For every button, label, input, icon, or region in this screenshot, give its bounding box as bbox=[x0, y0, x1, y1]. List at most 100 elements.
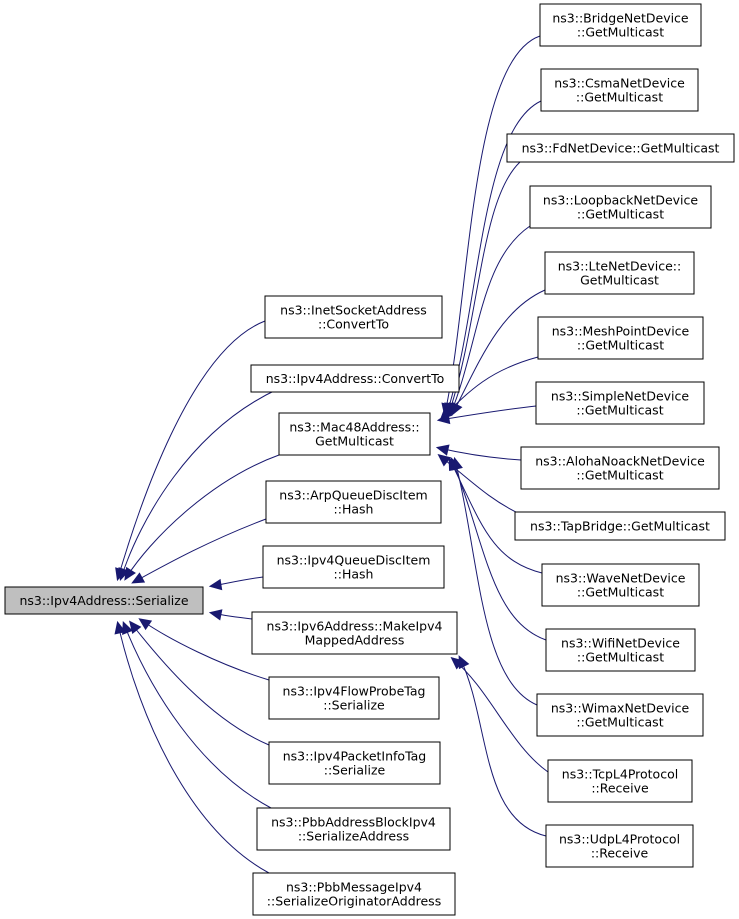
node-ipv4-convertto[interactable]: ns3::Ipv4Address::ConvertTo bbox=[250, 364, 460, 393]
node-wifi[interactable]: ns3::WifiNetDevice::GetMulticast bbox=[545, 628, 696, 672]
edge-line bbox=[450, 225, 531, 414]
edge-arrowhead bbox=[138, 618, 153, 631]
edge-line bbox=[117, 623, 270, 874]
node-label-line: ::SerializeAddress bbox=[298, 829, 409, 844]
node-label-line: ns3::Ipv4QueueDiscItem bbox=[277, 553, 431, 568]
node-label-line: ::Hash bbox=[334, 567, 374, 582]
node-box bbox=[251, 611, 458, 655]
node-label-line: ns3::PbbAddressBlockIpv4 bbox=[271, 815, 436, 830]
node-flowprobe-serialize[interactable]: ns3::Ipv4FlowProbeTag::Serialize bbox=[268, 676, 440, 720]
node-label-line: ns3::Ipv4PacketInfoTag bbox=[283, 749, 427, 764]
node-label-line: ::ConvertTo bbox=[318, 317, 389, 332]
edge-arrowhead bbox=[114, 620, 126, 635]
node-udp[interactable]: ns3::UdpL4Protocol::Receive bbox=[545, 824, 694, 868]
node-box bbox=[529, 185, 712, 229]
edge-line bbox=[452, 289, 546, 414]
edge-pbbblock-serialize-to-root bbox=[122, 621, 272, 809]
node-label-line: ns3::SimpleNetDevice bbox=[551, 389, 689, 404]
node-box bbox=[268, 676, 440, 720]
node-label-line: ns3::WifiNetDevice bbox=[561, 636, 680, 651]
node-box bbox=[539, 3, 702, 47]
node-box bbox=[541, 563, 700, 607]
edge-arrowhead bbox=[451, 401, 463, 416]
node-aloha[interactable]: ns3::AlohaNoackNetDevice::GetMulticast bbox=[520, 446, 720, 490]
edge-aloha-to-mac48-getmulticast bbox=[435, 444, 522, 461]
edge-bridge-to-mac48-getmulticast bbox=[441, 35, 541, 417]
edge-arrowhead bbox=[451, 456, 463, 471]
node-inet-convertto[interactable]: ns3::InetSocketAddress::ConvertTo bbox=[264, 295, 443, 339]
edge-udp-to-ipv6-makeipv4 bbox=[458, 655, 547, 837]
node-label-line: ::GetMulticast bbox=[577, 25, 664, 40]
node-root: ns3::Ipv4Address::Serialize bbox=[4, 586, 204, 615]
node-arp-hash[interactable]: ns3::ArpQueueDiscItem::Hash bbox=[265, 480, 442, 524]
node-label-line: ::GetMulticast bbox=[576, 403, 663, 418]
edge-arrowhead bbox=[208, 578, 223, 591]
node-box bbox=[544, 251, 695, 295]
edge-layer bbox=[114, 35, 549, 874]
node-simple[interactable]: ns3::SimpleNetDevice::GetMulticast bbox=[535, 381, 705, 425]
node-tcp[interactable]: ns3::TcpL4Protocol::Receive bbox=[547, 759, 693, 803]
node-pbbblock-serialize[interactable]: ns3::PbbAddressBlockIpv4::SerializeAddre… bbox=[256, 807, 451, 851]
edge-loopback-to-mac48-getmulticast bbox=[449, 225, 531, 416]
edge-arrowhead bbox=[129, 620, 142, 635]
node-wimax[interactable]: ns3::WimaxNetDevice::GetMulticast bbox=[536, 693, 704, 737]
edge-lte-to-mac48-getmulticast bbox=[451, 289, 546, 416]
node-label-line: ns3::AlohaNoackNetDevice bbox=[535, 454, 705, 469]
edge-line bbox=[120, 388, 279, 579]
node-ipv4queue-hash[interactable]: ns3::Ipv4QueueDiscItem::Hash bbox=[262, 545, 445, 589]
node-fd[interactable]: ns3::FdNetDevice::GetMulticast bbox=[506, 133, 735, 163]
node-label-line: ns3::ArpQueueDiscItem bbox=[279, 488, 427, 503]
node-label-line: ::Hash bbox=[334, 502, 374, 517]
node-packetinfo-serialize[interactable]: ns3::Ipv4PacketInfoTag::Serialize bbox=[268, 741, 441, 785]
edge-tcp-to-ipv6-makeipv4 bbox=[450, 656, 549, 773]
node-mac48-getmulticast[interactable]: ns3::Mac48Address::GetMulticast bbox=[278, 412, 431, 456]
node-layer: ns3::Ipv4Address::Serialize ns3::InetSock… bbox=[4, 3, 735, 916]
node-label-line: ::Serialize bbox=[323, 698, 385, 713]
edge-line bbox=[123, 623, 272, 809]
node-label-line: ns3::TapBridge::GetMulticast bbox=[530, 519, 710, 534]
node-loopback[interactable]: ns3::LoopbackNetDevice::GetMulticast bbox=[529, 185, 712, 229]
node-box bbox=[265, 480, 442, 524]
edge-ipv4queue-hash-to-root bbox=[208, 576, 264, 591]
node-wave[interactable]: ns3::WaveNetDevice::GetMulticast bbox=[541, 563, 700, 607]
node-box bbox=[520, 446, 720, 490]
node-label-line: ::GetMulticast bbox=[577, 650, 664, 665]
node-box bbox=[535, 381, 705, 425]
node-label-line: ::Serialize bbox=[324, 763, 386, 778]
node-box bbox=[536, 693, 704, 737]
node-bridge[interactable]: ns3::BridgeNetDevice::GetMulticast bbox=[539, 3, 702, 47]
edge-flowprobe-serialize-to-root bbox=[138, 618, 270, 681]
node-label-line: ns3::Ipv6Address::MakeIpv4 bbox=[267, 619, 443, 634]
node-tapbridge[interactable]: ns3::TapBridge::GetMulticast bbox=[514, 511, 726, 541]
node-box bbox=[547, 759, 693, 803]
node-pbbmsg-serialize[interactable]: ns3::PbbMessageIpv4::SerializeOriginator… bbox=[252, 872, 456, 916]
node-label-line: ns3::WimaxNetDevice bbox=[551, 701, 690, 716]
node-label-line: GetMulticast bbox=[315, 434, 394, 449]
node-label-line: ns3::Ipv4Address::Serialize bbox=[19, 593, 188, 608]
node-box bbox=[545, 824, 694, 868]
edge-arrowhead bbox=[437, 453, 452, 467]
node-lte[interactable]: ns3::LteNetDevice::GetMulticast bbox=[544, 251, 695, 295]
edge-line bbox=[454, 459, 538, 706]
edge-line bbox=[439, 455, 521, 515]
node-box bbox=[545, 628, 696, 672]
edge-mac48-getmulticast-to-root bbox=[124, 454, 280, 581]
node-box bbox=[252, 872, 456, 916]
node-label-line: ns3::MeshPointDevice bbox=[552, 324, 690, 339]
node-label-line: ns3::FdNetDevice::GetMulticast bbox=[522, 141, 720, 156]
node-csma[interactable]: ns3::CsmaNetDevice::GetMulticast bbox=[540, 68, 699, 112]
node-box bbox=[278, 412, 431, 456]
node-label-line: ns3::LteNetDevice:: bbox=[558, 259, 681, 274]
edge-arrowhead bbox=[436, 412, 451, 425]
node-label-line: ns3::InetSocketAddress bbox=[280, 303, 427, 318]
edge-arrowhead bbox=[208, 609, 223, 621]
edge-line bbox=[130, 622, 270, 746]
node-label-line: ns3::UdpL4Protocol bbox=[559, 832, 680, 847]
node-label-line: ::Receive bbox=[591, 781, 649, 796]
node-meshpoint[interactable]: ns3::MeshPointDevice::GetMulticast bbox=[537, 316, 704, 360]
node-label-line: GetMulticast bbox=[580, 273, 659, 288]
edge-line bbox=[125, 454, 280, 579]
edge-pbbmsg-serialize-to-root bbox=[114, 620, 270, 874]
edge-inet-convertto-to-root bbox=[115, 320, 266, 582]
